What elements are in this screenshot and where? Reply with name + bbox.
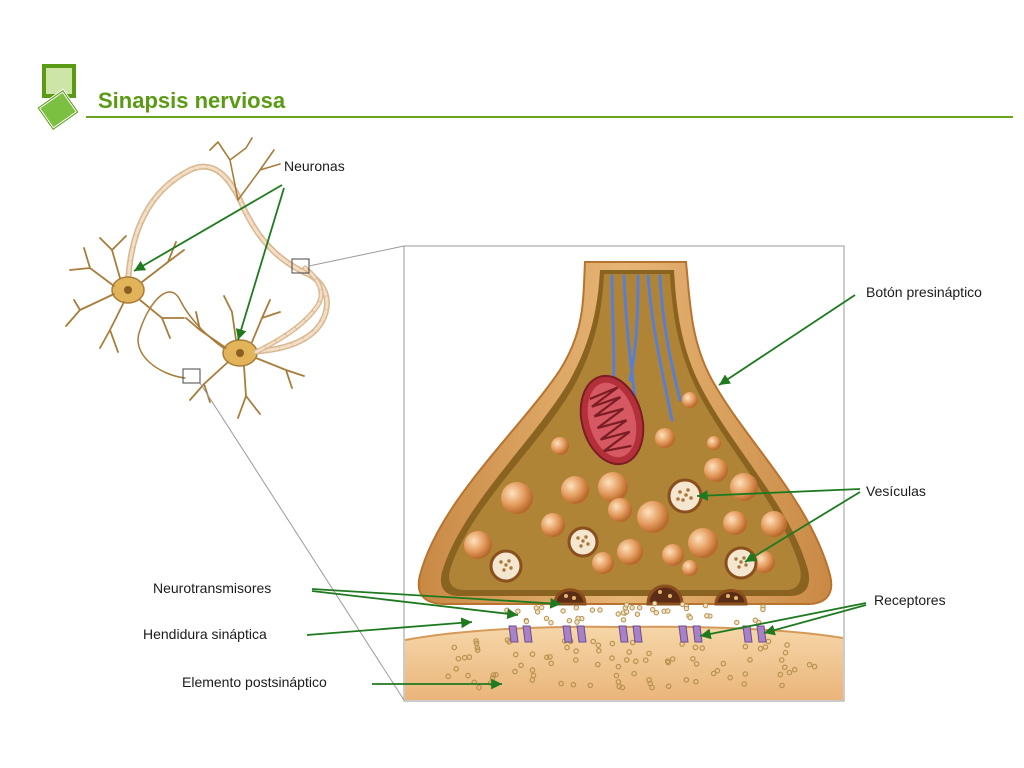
vesicles	[464, 392, 787, 576]
arrow-neurons-2	[235, 187, 285, 341]
title-divider	[86, 116, 1013, 118]
label-neurotransmisores: Neurotransmisores	[153, 580, 272, 596]
label-neuronas: Neuronas	[284, 158, 345, 174]
synapse-panel	[403, 245, 845, 702]
arrow-neurotransmisores-2	[311, 590, 519, 620]
label-vesiculas: Vesículas	[866, 483, 926, 499]
arrow-receptores-1	[699, 602, 867, 640]
arrow-hendidura	[306, 617, 473, 636]
receptors	[508, 625, 767, 643]
label-receptores: Receptores	[874, 592, 946, 608]
label-boton-presinaptico: Botón presináptico	[866, 284, 982, 300]
arrow-receptores-2	[763, 604, 867, 636]
arrow-vesiculas-1	[696, 488, 861, 501]
label-elemento-postsinaptico: Elemento postsináptico	[182, 674, 327, 690]
postsynaptic-particles	[445, 637, 818, 691]
label-hendidura-sinaptica: Hendidura sináptica	[143, 626, 267, 642]
arrow-neurotransmisores-1	[311, 588, 562, 609]
annotation-arrows	[133, 184, 867, 690]
arrow-boton	[718, 294, 856, 386]
zoom-box-bottom	[182, 368, 201, 384]
slide-title: Sinapsis nerviosa	[98, 88, 286, 113]
mitochondrion	[579, 374, 645, 466]
neurotransmitter-particles	[504, 600, 766, 626]
arrow-vesiculas-2	[744, 491, 861, 563]
slide-logo-icon	[36, 64, 80, 130]
arrow-neurons-1	[133, 184, 283, 272]
neurons-illustration	[65, 137, 330, 419]
